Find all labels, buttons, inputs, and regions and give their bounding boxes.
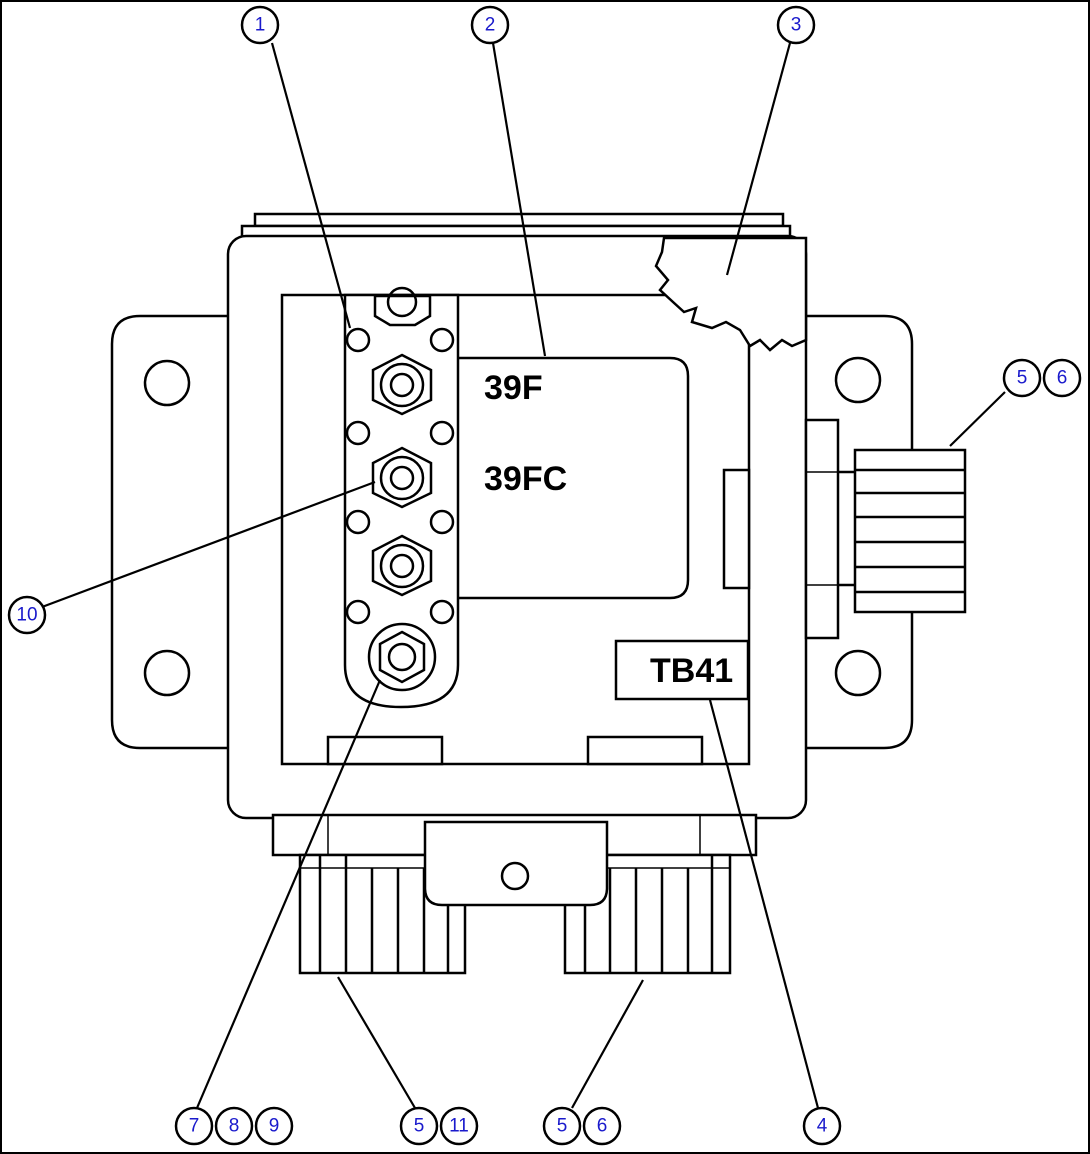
cavity-foot-right [586,735,704,766]
svg-text:5: 5 [1017,368,1028,389]
terminal-label-39f: 39F [484,369,543,407]
svg-text:6: 6 [1057,368,1068,389]
callout-5-right: 5 [1002,358,1042,398]
terminal-label-39fc: 39FC [484,460,567,498]
center-mounting-tab [423,820,609,907]
svg-text:5: 5 [557,1116,568,1137]
callout-5-bottom-left: 5 [399,1106,439,1146]
svg-text:1: 1 [255,15,266,36]
leader-lines [41,42,1006,1109]
terminal-nut-39f [371,353,433,416]
callout-10: 10 [7,595,47,635]
right-connector [804,418,967,640]
callout-2: 2 [470,5,510,45]
callout-4: 4 [802,1106,842,1146]
svg-text:9: 9 [269,1116,280,1137]
svg-text:3: 3 [791,15,802,36]
ground-stud-nut [367,622,437,692]
svg-text:10: 10 [16,605,37,626]
callout-3: 3 [776,5,816,45]
callout-8: 8 [214,1106,254,1146]
svg-text:8: 8 [229,1116,240,1137]
callout-5-bottom-right: 5 [542,1106,582,1146]
callout-6-right: 6 [1042,358,1082,398]
callout-1: 1 [240,5,280,45]
left-mounting-flange [110,314,232,750]
terminal-nut-lower [371,534,433,597]
callout-11: 11 [439,1106,479,1146]
svg-text:5: 5 [414,1116,425,1137]
svg-text:6: 6 [597,1116,608,1137]
tb41-label-plate [614,639,750,701]
svg-text:4: 4 [817,1116,828,1137]
callout-9: 9 [254,1106,294,1146]
svg-text:2: 2 [485,15,496,36]
terminal-nut-top [373,286,432,327]
callout-7: 7 [174,1106,214,1146]
svg-text:7: 7 [189,1116,200,1137]
callout-6-bottom-right: 6 [582,1106,622,1146]
tb41-label: TB41 [650,652,733,690]
terminal-nut-39fc [371,446,433,509]
svg-text:11: 11 [449,1116,469,1137]
cutaway-break [654,236,808,352]
side-bracket [722,468,751,590]
terminal-label-panel [453,356,690,600]
